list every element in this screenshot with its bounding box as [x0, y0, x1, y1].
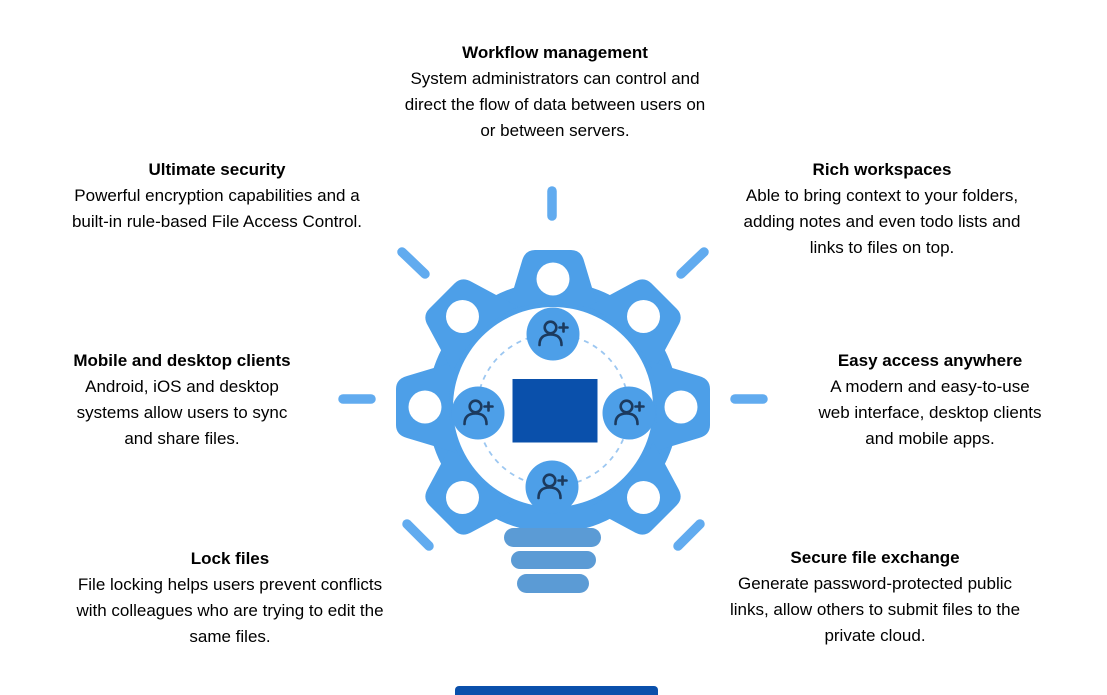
feature-title: Workflow management [462, 43, 648, 62]
feature-line: links to files on top. [809, 238, 955, 257]
feature-title: Lock files [190, 549, 270, 568]
add-user-icon [526, 307, 580, 361]
feature-line: or between servers. [480, 121, 630, 140]
feature-mobile-desktop-clients: Mobile and desktop clients Android, iOS … [17, 348, 347, 452]
feature-title: Mobile and desktop clients [73, 351, 291, 370]
light-ray-icon [402, 519, 434, 551]
feature-title: Ultimate security [148, 160, 286, 179]
feature-line: and share files. [124, 429, 240, 448]
brand-square [512, 379, 598, 443]
add-user-icon [525, 460, 579, 514]
feature-line: direct the flow of data between users on [404, 95, 706, 114]
light-ray-icon [676, 247, 709, 279]
light-ray-icon [397, 247, 430, 279]
lightbulb-base-icon [504, 528, 601, 593]
feature-line: adding notes and even todo lists and [743, 212, 1021, 231]
feature-line: Able to bring context to your folders, [745, 186, 1019, 205]
feature-line: web interface, desktop clients [818, 403, 1042, 422]
feature-line: File locking helps users prevent conflic… [77, 575, 383, 594]
feature-line: private cloud. [824, 626, 926, 645]
feature-line: Generate password-protected public [737, 574, 1013, 593]
add-user-icon [451, 386, 505, 440]
feature-line: built-in rule-based File Access Control. [71, 212, 363, 231]
feature-lock-files: Lock files File locking helps users prev… [10, 546, 450, 650]
cutoff-bottom-banner [455, 686, 658, 695]
feature-line: System administrators can control and [410, 69, 700, 88]
feature-line: systems allow users to sync [76, 403, 288, 422]
light-ray-icon [673, 519, 705, 551]
add-user-icon [602, 386, 656, 440]
feature-rich-workspaces: Rich workspaces Able to bring context to… [667, 157, 1097, 261]
feature-line: Powerful encryption capabilities and a [74, 186, 360, 205]
feature-line: with colleagues who are trying to edit t… [76, 601, 384, 620]
feature-title: Secure file exchange [790, 548, 960, 567]
feature-line: and mobile apps. [865, 429, 995, 448]
feature-title: Easy access anywhere [837, 351, 1023, 370]
feature-line: A modern and easy-to-use [830, 377, 1030, 396]
feature-line: Android, iOS and desktop [85, 377, 279, 396]
light-rays [338, 186, 768, 551]
feature-ultimate-security: Ultimate security Powerful encryption ca… [7, 157, 427, 235]
feature-title: Rich workspaces [812, 160, 952, 179]
feature-easy-access-anywhere: Easy access anywhere A modern and easy-t… [770, 348, 1090, 452]
feature-line: same files. [189, 627, 271, 646]
feature-secure-file-exchange: Secure file exchange Generate password-p… [655, 545, 1095, 649]
feature-line: links, allow others to submit files to t… [729, 600, 1021, 619]
feature-workflow-management: Workflow management System administrator… [325, 40, 785, 144]
